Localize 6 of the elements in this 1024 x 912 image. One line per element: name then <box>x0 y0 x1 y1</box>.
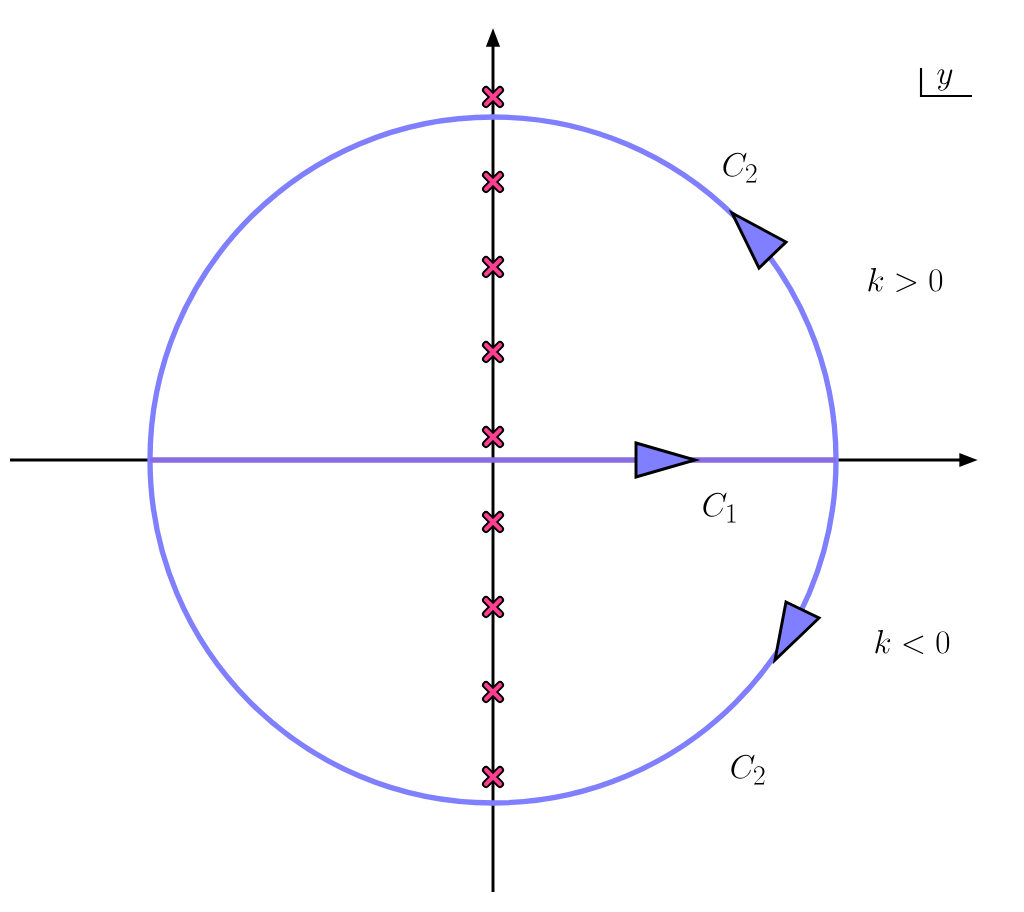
math-label: $y$ <box>937 69 953 91</box>
math-label: $C_{2}$ <box>723 152 757 183</box>
math-label: $k < 0$ <box>875 630 950 654</box>
math-label: $C_{1}$ <box>703 492 736 523</box>
math-label: $k > 0$ <box>868 268 943 292</box>
math-label: $C_{2}$ <box>731 754 765 785</box>
